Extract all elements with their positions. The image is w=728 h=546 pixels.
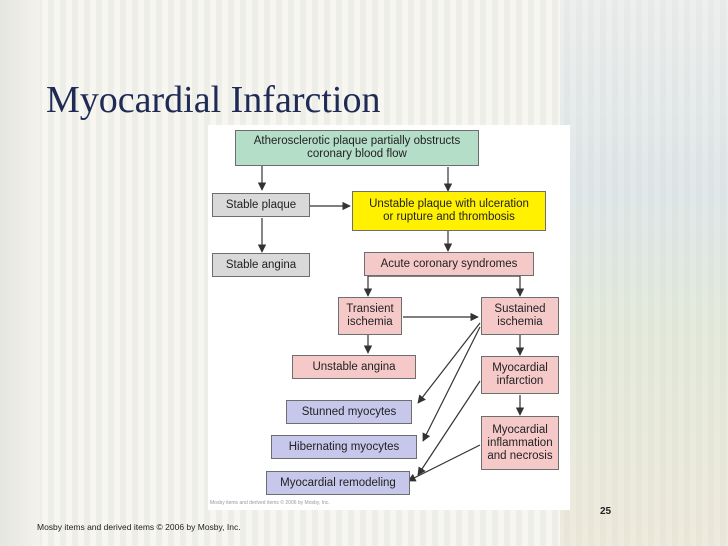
slide-left-band [0, 0, 40, 546]
node-myocardial-infarction: Myocardial infarction [481, 356, 559, 394]
node-sustained-ischemia: Sustained ischemia [481, 297, 559, 335]
node-myocardial-remodeling: Myocardial remodeling [266, 471, 410, 495]
node-hibernating-myocytes: Hibernating myocytes [271, 435, 417, 459]
figure-credit: Mosby items and derived items © 2006 by … [210, 500, 330, 506]
slide-footer: Mosby items and derived items © 2006 by … [37, 522, 241, 532]
slide-title: Myocardial Infarction [46, 79, 381, 121]
node-atherosclerotic-plaque: Atherosclerotic plaque partially obstruc… [235, 130, 479, 166]
node-unstable-angina: Unstable angina [292, 355, 416, 379]
background-illustration [560, 0, 728, 546]
arrow-sustained-to-hibernating [422, 326, 481, 442]
flowchart-figure: Atherosclerotic plaque partially obstruc… [208, 125, 570, 510]
node-stable-angina: Stable angina [212, 253, 310, 277]
arrow-sustained-to-stunned [417, 322, 481, 404]
node-myocardial-inflammation: Myocardial inflammation and necrosis [481, 416, 559, 470]
node-acute-coronary-syndromes: Acute coronary syndromes [364, 252, 534, 276]
arrow-inflammation-to-remodeling [407, 444, 481, 482]
node-stunned-myocytes: Stunned myocytes [286, 400, 412, 424]
node-stable-plaque: Stable plaque [212, 193, 310, 217]
page-number: 25 [600, 506, 612, 517]
node-unstable-plaque: Unstable plaque with ulceration or ruptu… [352, 191, 546, 231]
node-transient-ischemia: Transient ischemia [338, 297, 402, 335]
arrow-mi-to-remodeling [417, 380, 481, 476]
